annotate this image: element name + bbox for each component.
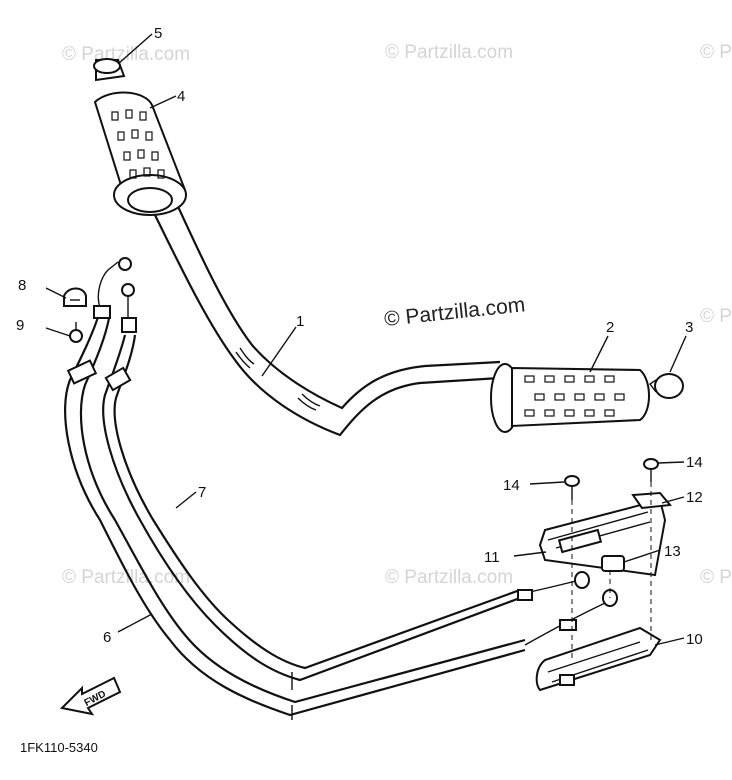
callout-3: 3 bbox=[685, 319, 693, 336]
watermark-bottom-left: © Partzilla.com bbox=[62, 567, 190, 588]
watermark-top-left: © Partzilla.com bbox=[62, 44, 190, 65]
callout-6: 6 bbox=[103, 629, 111, 646]
watermark-mid-right-edge: © P bbox=[700, 306, 732, 327]
assembly-guide-lines bbox=[571, 482, 652, 660]
callout-labels: 5 4 1 2 3 8 9 7 6 10 11 12 13 14 14 bbox=[16, 25, 703, 648]
callout-9: 9 bbox=[16, 317, 24, 334]
left-grip-part bbox=[93, 91, 187, 216]
screw-part-14a bbox=[564, 475, 580, 500]
switch-part bbox=[601, 555, 625, 572]
leader-lines bbox=[45, 33, 687, 646]
callout-10: 10 bbox=[686, 631, 703, 648]
right-end-cap-part bbox=[648, 373, 684, 399]
callout-1: 1 bbox=[296, 313, 304, 330]
callout-13: 13 bbox=[664, 543, 681, 560]
watermark-center: © Partzilla.com bbox=[383, 293, 526, 331]
handlebar-part bbox=[149, 199, 501, 437]
diagram-code: 1FK110-5340 bbox=[20, 740, 98, 755]
callout-7: 7 bbox=[198, 484, 206, 501]
callout-14-left: 14 bbox=[503, 477, 520, 494]
cable-part-6 bbox=[64, 257, 526, 720]
callout-11: 11 bbox=[484, 549, 500, 566]
screw-part-9 bbox=[69, 322, 83, 343]
watermark-top-right-edge: © P bbox=[700, 42, 732, 63]
watermark-top-center: © Partzilla.com bbox=[385, 42, 513, 63]
cable-part-7 bbox=[102, 283, 618, 690]
watermark-bottom-center: © Partzilla.com bbox=[385, 567, 513, 588]
left-end-cap-part bbox=[93, 58, 126, 82]
callout-12: 12 bbox=[686, 489, 703, 506]
watermark-bottom-right-edge: © P bbox=[700, 567, 732, 588]
callout-4: 4 bbox=[177, 88, 185, 105]
callout-8: 8 bbox=[18, 277, 26, 294]
callout-2: 2 bbox=[606, 319, 614, 336]
clamp-part bbox=[63, 287, 87, 307]
switch-lower-housing-part bbox=[535, 626, 662, 692]
right-grip-part bbox=[490, 363, 650, 433]
callout-5: 5 bbox=[154, 25, 162, 42]
screw-part-14b bbox=[643, 458, 659, 482]
switch-upper-housing-part bbox=[538, 498, 667, 577]
callout-14-right: 14 bbox=[686, 454, 703, 471]
watermark-layer: © Partzilla.com © Partzilla.com © P © P … bbox=[62, 42, 732, 588]
forward-arrow-marker: FWD bbox=[59, 676, 122, 716]
